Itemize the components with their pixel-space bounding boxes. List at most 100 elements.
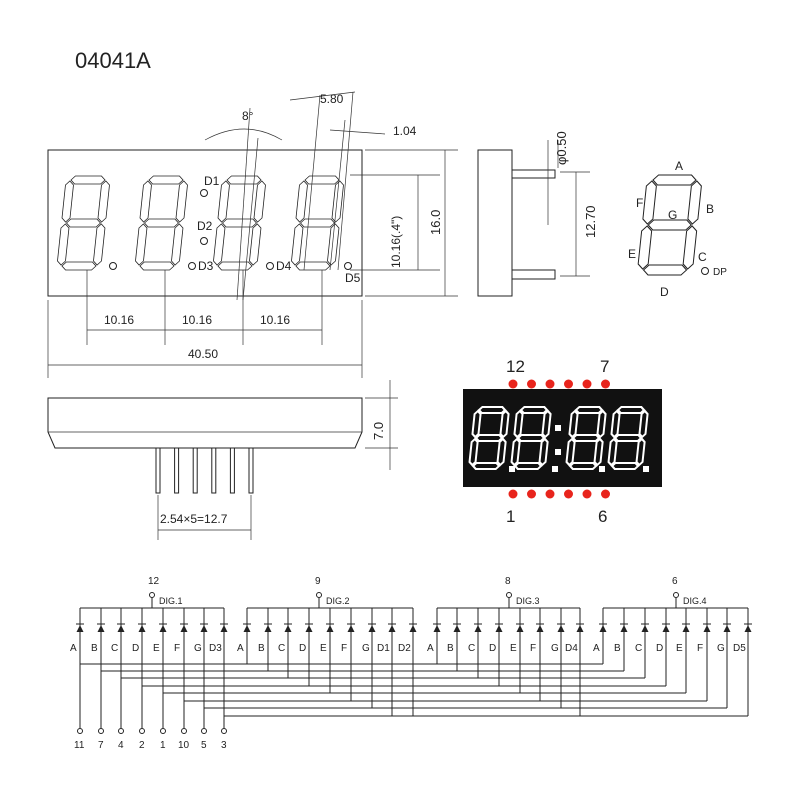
diode-icon [662,625,670,632]
segment-e [637,225,653,270]
segment-label: D4 [565,643,578,654]
segment-d [513,462,543,470]
width-label: 40.50 [188,347,218,361]
segment-pin [221,728,227,734]
diode-icon [159,625,167,632]
segment-label: D [299,643,306,654]
pin-1-label: 1 [506,507,515,526]
segment-g [647,219,692,231]
pin-dot-top [527,379,536,389]
seg-label-b: B [706,202,714,216]
segment-e [135,223,148,266]
pin-dot-top [508,379,518,389]
pin-12-label: 12 [506,357,525,376]
pin [211,447,217,494]
dp-label-d3: D3 [198,259,214,273]
segment-f [217,180,230,223]
segment-pin [201,728,207,734]
pin-dot-top [601,379,610,389]
segment-pin-number: 1 [160,740,166,751]
common-pin [149,592,155,598]
seg-label-a: A [675,159,683,173]
segment-label: D [656,643,663,654]
display-dot [643,466,649,472]
display-digit-1 [468,406,510,470]
pin-dot-bottom [564,489,573,499]
seg-label-c: C [698,250,707,264]
segment-label: E [153,643,160,654]
segment-a [616,406,646,414]
segment-d [568,462,598,470]
segment-label: D2 [398,643,411,654]
pin-dot-top [582,379,592,389]
segment-g [516,434,546,442]
segment-b [253,180,266,223]
segment-digit [637,174,702,276]
segment-b [541,409,552,439]
digit-outline-4 [291,175,344,271]
segment-f [295,180,308,223]
decimal-point [188,262,196,270]
segment-f [568,409,579,439]
segment-f [471,409,482,439]
segment-pin-number: 3 [221,740,227,751]
diode-icon [576,625,584,632]
display-dot [599,466,605,472]
diode-icon [284,625,292,632]
segment-label: E [510,643,517,654]
segment-diagram: A B C D E F G DP [628,159,727,299]
segment-b [687,180,702,225]
segment-label: B [614,643,621,654]
digit-label: DIG.2 [326,596,350,606]
pin-dot-bottom [582,489,592,499]
segment-c [593,437,604,467]
segment-label: E [320,643,327,654]
segment-c [496,437,507,467]
segment-d [610,462,640,470]
seg-label-g: G [668,208,677,222]
segment-label: A [593,643,600,654]
pitch-label-2: 10.16 [182,313,212,327]
diode-icon [347,625,355,632]
segment-label: A [70,643,77,654]
segment-label: B [258,643,265,654]
pin-7-label: 7 [600,357,609,376]
segment-d [471,462,501,470]
segment-g [299,218,336,228]
common-pin-number: 6 [672,576,678,587]
segment-a [477,406,507,414]
decimal-point [266,262,274,270]
segment-b [596,409,607,439]
segment-label: C [278,643,285,654]
diode-icon [388,625,396,632]
diode-icon [474,625,482,632]
segment-a [226,175,262,185]
digit-outline-2 [135,175,188,271]
segment-b [499,409,510,439]
display-dot [552,466,558,472]
diode-icon [516,625,524,632]
display-digit-4 [607,406,649,470]
segment-pin-number: 4 [118,740,124,751]
diode-icon [180,625,188,632]
segment-b [175,180,188,223]
segment-label: B [91,643,98,654]
seg-label-f: F [636,196,643,210]
common-pin-number: 12 [148,576,160,587]
segment-pin [181,728,187,734]
pitch-label-3: 10.16 [260,313,290,327]
segment-pin [118,728,124,734]
segment-label: E [676,643,683,654]
dp-label-d5: D5 [345,271,361,285]
common-pin [673,592,679,598]
segment-label: D [489,643,496,654]
segment-a [304,175,340,185]
segment-pin-number: 10 [178,740,190,751]
diode-icon [703,625,711,632]
segment-label: G [362,643,370,654]
part-number-title: 04041A [75,48,151,73]
diode-icon [76,625,84,632]
diode-icon [368,625,376,632]
segment-e [565,437,576,467]
